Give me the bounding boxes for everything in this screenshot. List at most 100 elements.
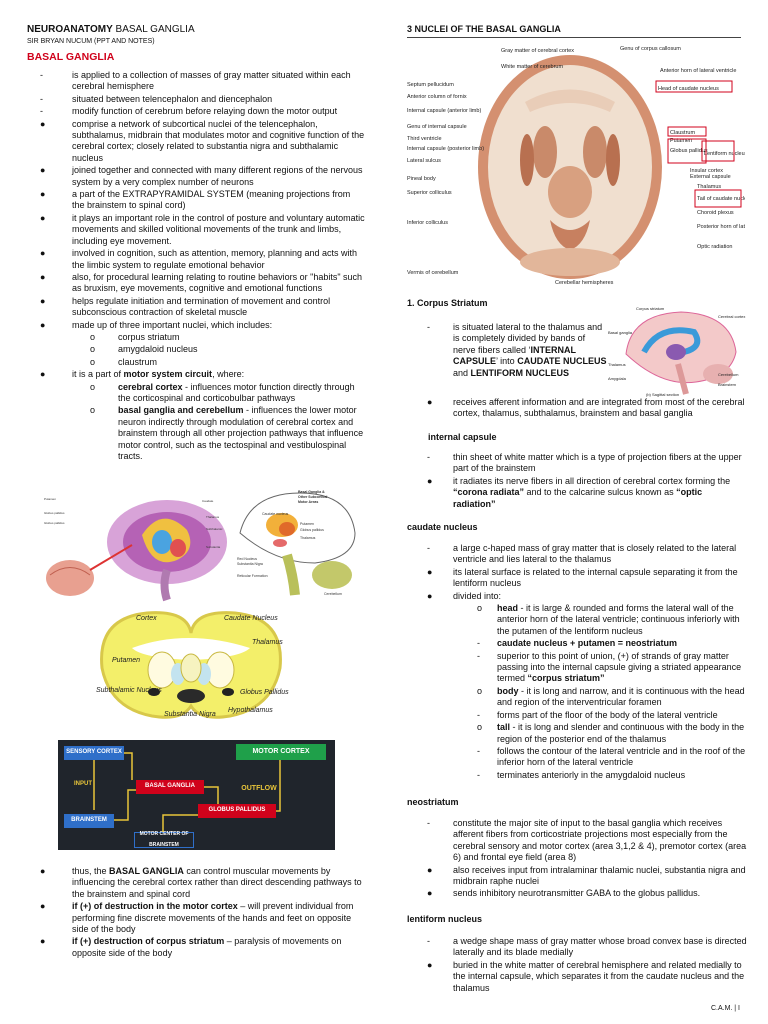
coronal-label-subthalamic: Subthalamic Nucleus xyxy=(96,687,162,694)
sagittal-label: Basal ganglia xyxy=(608,330,633,335)
brain-label-left: Anterior column of fornix xyxy=(407,94,467,100)
flow-brainstem: BRAINSTEM xyxy=(64,814,114,828)
list-item: ●thus, the BASAL GANGLIA can control mus… xyxy=(40,866,362,899)
svg-text:Other Subcortical: Other Subcortical xyxy=(298,495,327,499)
flow-outflow-label: OUTFLOW xyxy=(241,785,277,793)
flow-arrows xyxy=(93,752,281,832)
sagittal-label: Brainstem xyxy=(718,382,737,387)
lentiform-nucleus-list: -a wedge shape mass of gray matter whose… xyxy=(407,936,747,995)
brain-label-left: Lateral sulcus xyxy=(407,158,441,164)
brain-label-right: Choroid plexus xyxy=(697,210,734,216)
list-item: ●it radiates its nerve fibers in all dir… xyxy=(427,475,731,509)
list-item: ●if (+) of destruction in the motor cort… xyxy=(40,901,354,935)
brain-label-right: Optic radiation xyxy=(697,244,732,250)
sagittal-label: Cerebral cortex xyxy=(718,314,745,319)
internal-capsule-title: internal capsule xyxy=(428,432,497,442)
list-item: -terminates anteriorly in the amygdaloid… xyxy=(477,769,686,780)
page-footer: C.A.M. | I xyxy=(710,1004,740,1012)
svg-text:Caudate: Caudate xyxy=(202,499,214,503)
list-item: ●also, for procedural learning relating … xyxy=(40,271,363,294)
svg-text:Globus pallidus: Globus pallidus xyxy=(44,521,65,525)
brain-label-left: Third ventricle xyxy=(407,136,442,142)
list-item: ●joined together and connected with many… xyxy=(40,165,363,187)
neostriatum-title: neostriatum xyxy=(407,797,459,807)
svg-text:Substantia Nigra: Substantia Nigra xyxy=(237,562,263,566)
list-item: ●a part of the EXTRAPYRAMIDAL SYSTEM (me… xyxy=(40,189,351,211)
list-item: ●involved in cognition, such as attentio… xyxy=(40,248,357,270)
coronal-label-globus: Globus Pallidus xyxy=(240,689,289,696)
list-item: -situated between telencephalon and dien… xyxy=(40,93,273,104)
list-item: -forms part of the floor of the body of … xyxy=(477,709,718,720)
svg-text:Putamen: Putamen xyxy=(44,497,56,501)
svg-text:Globus pallidus: Globus pallidus xyxy=(44,511,65,515)
list-item: ●divided into: xyxy=(427,590,502,601)
list-item: ●sends inhibitory neurotransmitter GABA … xyxy=(427,888,701,899)
brain-label-right: Claustrum xyxy=(670,130,695,136)
flow-input-label: INPUT xyxy=(74,781,92,788)
brain-label-right: Thalamus xyxy=(697,184,721,190)
brain-label-left: Inferior colliculus xyxy=(407,220,448,226)
bottom-left-list-container: ●thus, the BASAL GANGLIA can control mus… xyxy=(40,866,365,960)
motor-circuit-flow-diagram: SENSORY CORTEX MOTOR CORTEX INPUT BASAL … xyxy=(58,740,335,850)
svg-text:Globus pallidus: Globus pallidus xyxy=(300,528,324,532)
lentiform-nucleus-title: lentiform nucleus xyxy=(407,914,483,924)
brain-label-right: Lentiform nucleus xyxy=(704,151,745,157)
brain-label-left: Gray matter of cerebral cortex xyxy=(501,48,574,54)
motor-circuit-list: ●it is a part of motor system circuit, w… xyxy=(40,369,365,462)
list-item: -superior to this point of union, (+) of… xyxy=(477,650,742,684)
caudate-nucleus-title: caudate nucleus xyxy=(407,522,478,532)
list-item: ●its lateral surface is related to the i… xyxy=(427,566,738,589)
brain-label-right: Insular cortex xyxy=(690,168,723,174)
flow-motor-cortex: MOTOR CORTEX xyxy=(236,744,326,760)
list-item: ●receives afferent information and are i… xyxy=(427,397,745,419)
brain-label-left: Septum pellucidum xyxy=(407,82,454,88)
list-item: -thin sheet of white matter which is a t… xyxy=(427,452,742,474)
brain-label-left: Genu of internal capsule xyxy=(407,124,467,130)
brain-label-right: Posterior horn of lateral ventricle xyxy=(697,224,745,230)
list-item: ●it plays an important role in the contr… xyxy=(40,212,365,246)
list-item: ●helps regulate initiation and terminati… xyxy=(40,295,331,318)
svg-text:Subthalamic: Subthalamic xyxy=(206,527,223,531)
coronal-section-illustration: Cortex Caudate Nucleus Thalamus Putamen … xyxy=(92,608,290,726)
flow-globus-pallidus: GLOBUS PALLIDUS xyxy=(198,804,276,818)
sagittal-label: Cerebellum xyxy=(718,372,739,377)
svg-text:Reticular Formation: Reticular Formation xyxy=(237,574,268,578)
svg-text:Basal Ganglia &: Basal Ganglia & xyxy=(298,490,325,494)
svg-text:Motor Areas: Motor Areas xyxy=(298,500,318,504)
sagittal-label: (b) Sagittal section xyxy=(646,392,679,397)
svg-text:Putamen: Putamen xyxy=(300,522,314,526)
basal-ganglia-list: -is applied to a collection of masses of… xyxy=(40,70,365,331)
corpus-striatum-title: 1. Corpus Striatum xyxy=(407,298,488,308)
coronal-label-caudate: Caudate Nucleus xyxy=(224,615,278,622)
brain-label-right: Globus pallidus xyxy=(670,148,708,154)
coronal-label-thalamus: Thalamus xyxy=(252,639,283,646)
svg-text:Substantia: Substantia xyxy=(206,545,221,549)
coronal-label-substantia: Substantia Nigra xyxy=(164,711,216,718)
document-title: NEUROANATOMY BASAL GANGLIA xyxy=(27,24,195,35)
brain-label-right: Putamen xyxy=(670,138,692,144)
brain-label-left: Internal capsule (posterior limb) xyxy=(407,146,484,152)
bottom-left-list: ●thus, the BASAL GANGLIA can control mus… xyxy=(40,866,365,959)
coronal-label-cortex: Cortex xyxy=(136,615,157,622)
list-item: ●also receives input from intralaminar t… xyxy=(427,864,746,887)
brain-label-right: External capsule xyxy=(690,174,731,180)
flow-basal-ganglia: BASAL GANGLIA xyxy=(136,780,204,794)
list-item: -constitute the major site of input to t… xyxy=(427,818,747,863)
list-item: -is applied to a collection of masses of… xyxy=(40,70,351,92)
list-item: ●it is a part of motor system circuit, w… xyxy=(40,369,245,380)
list-item: -caudate nucleus + putamen = neostriatum xyxy=(477,638,678,649)
svg-text:Thalamus: Thalamus xyxy=(300,536,316,540)
right-column-header: 3 NUCLEI OF THE BASAL GANGLIA xyxy=(407,24,742,39)
